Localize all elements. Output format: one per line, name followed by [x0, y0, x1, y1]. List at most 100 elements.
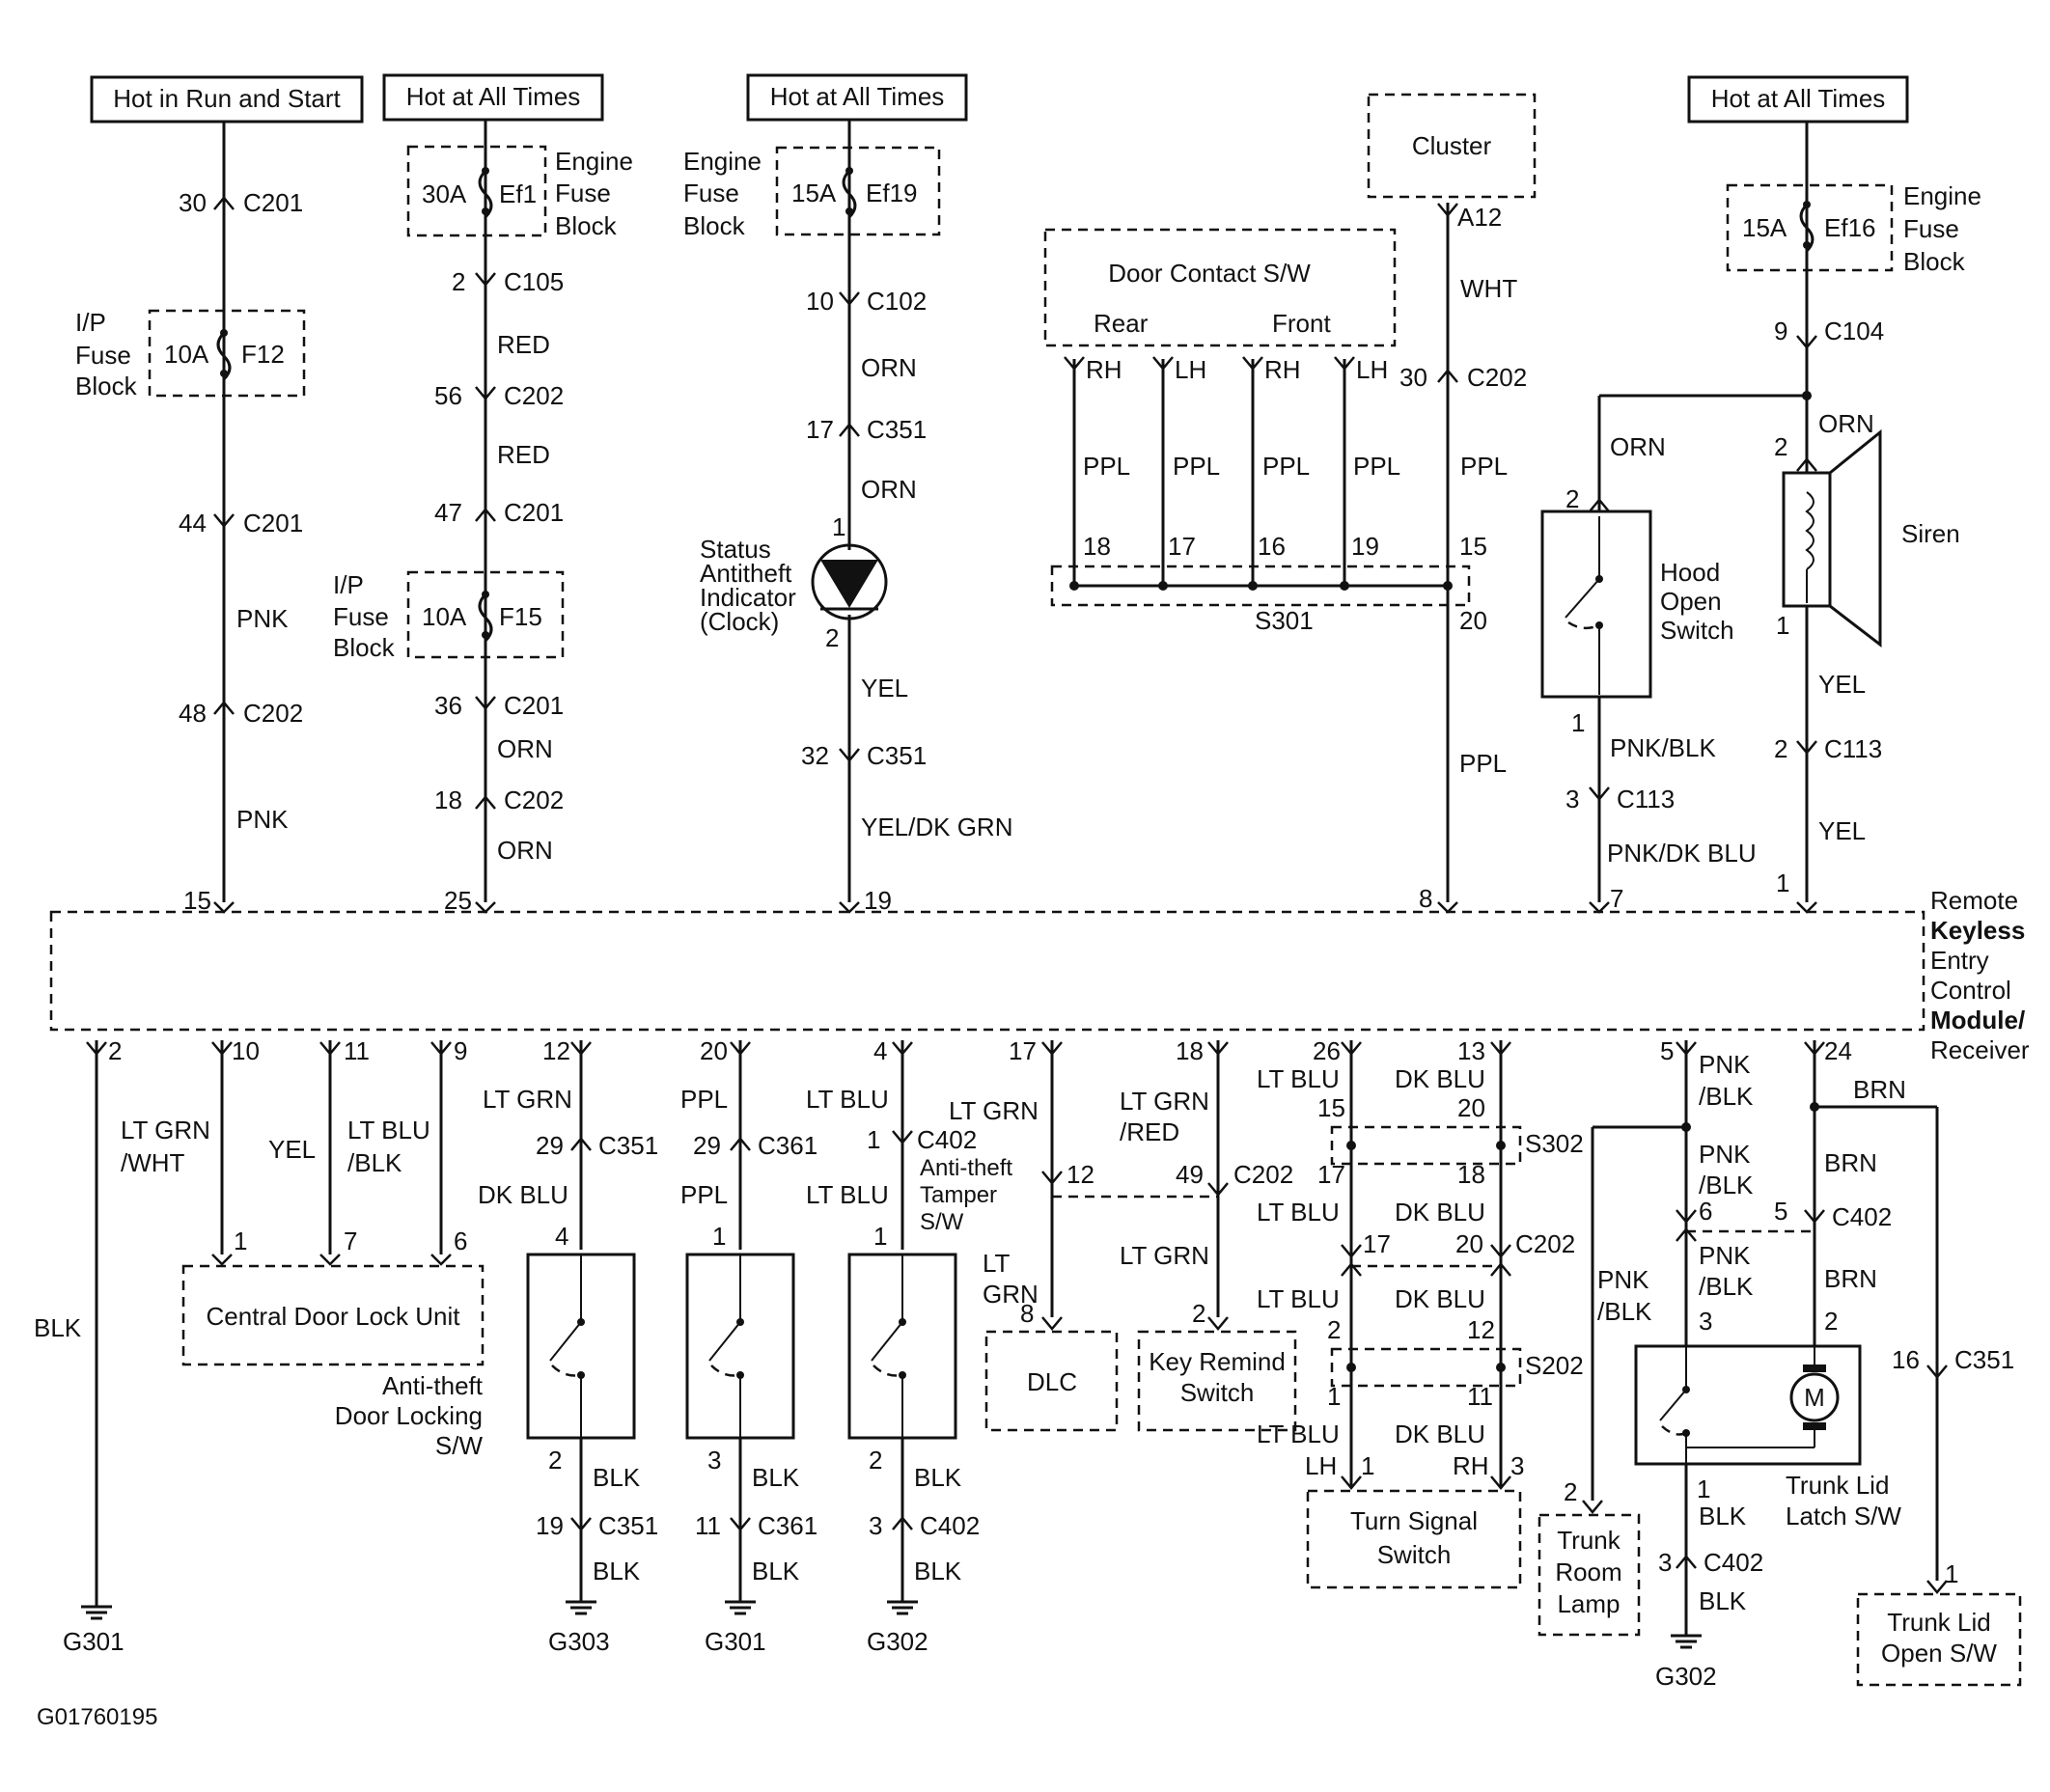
trunk-room-lamp: Trunk Room Lamp — [1538, 1513, 1641, 1637]
svg-text:17: 17 — [1363, 1229, 1391, 1258]
svg-text:BLK: BLK — [752, 1557, 800, 1585]
svg-text:Ef1: Ef1 — [499, 179, 537, 208]
svg-text:11: 11 — [1467, 1382, 1493, 1411]
svg-text:Switch: Switch — [1180, 1378, 1255, 1407]
svg-text:PPL: PPL — [1173, 452, 1220, 481]
svg-text:Room: Room — [1555, 1558, 1621, 1586]
svg-text:C402: C402 — [1832, 1202, 1892, 1231]
ground-g301-a — [81, 1605, 112, 1620]
ground-g302-b — [1671, 1634, 1702, 1649]
rke-control-module — [49, 901, 1925, 1032]
svg-text:PNK: PNK — [1699, 1050, 1751, 1079]
svg-text:2: 2 — [452, 267, 465, 296]
svg-text:A12: A12 — [1457, 203, 1502, 232]
svg-text:Status: Status — [700, 535, 771, 564]
svg-text:10A: 10A — [422, 602, 467, 631]
svg-text:ORN: ORN — [861, 475, 917, 504]
svg-text:Lamp: Lamp — [1557, 1589, 1620, 1618]
splice-s202: S202 — [1330, 1347, 1584, 1388]
svg-text:C201: C201 — [243, 509, 303, 538]
svg-text:2: 2 — [1824, 1307, 1838, 1336]
svg-text:WHT: WHT — [1460, 274, 1517, 303]
svg-text:1: 1 — [1327, 1382, 1341, 1411]
figure-id: G01760195 — [37, 1704, 157, 1730]
svg-text:LH: LH — [1356, 355, 1388, 384]
svg-text:3: 3 — [1658, 1548, 1672, 1577]
svg-text:C105: C105 — [504, 267, 564, 296]
svg-text:C402: C402 — [917, 1125, 977, 1154]
svg-text:LT GRN: LT GRN — [121, 1116, 210, 1144]
svg-text:1: 1 — [1945, 1559, 1958, 1588]
svg-text:1: 1 — [1571, 708, 1585, 737]
svg-text:13: 13 — [1457, 1036, 1485, 1065]
svg-text:1: 1 — [1776, 611, 1789, 640]
svg-text:30A: 30A — [422, 179, 467, 208]
svg-text:LT GRN: LT GRN — [1120, 1241, 1209, 1270]
svg-text:20: 20 — [1457, 1093, 1485, 1122]
svg-text:Block: Block — [683, 211, 746, 240]
hood-open-switch — [1540, 510, 1652, 699]
svg-text:10A: 10A — [164, 340, 209, 369]
svg-text:C202: C202 — [504, 381, 564, 410]
svg-text:C351: C351 — [867, 415, 927, 444]
source-hot-all-times-3: Hot at All Times — [1687, 75, 1909, 124]
svg-text:Receiver: Receiver — [1930, 1035, 2030, 1064]
svg-text:Trunk Lid: Trunk Lid — [1887, 1608, 1990, 1637]
svg-text:17: 17 — [806, 415, 834, 444]
svg-text:1: 1 — [1697, 1475, 1710, 1503]
svg-text:Door Locking: Door Locking — [335, 1401, 483, 1430]
svg-text:G301: G301 — [705, 1627, 766, 1656]
svg-text:C202: C202 — [243, 699, 303, 728]
svg-text:Keyless: Keyless — [1930, 916, 2025, 945]
fuse-f12: 10A F12 — [148, 309, 306, 398]
svg-text:Block: Block — [75, 372, 138, 400]
svg-text:YEL: YEL — [1818, 670, 1866, 699]
svg-text:Hot at All Times: Hot at All Times — [1711, 84, 1886, 113]
svg-text:/BLK: /BLK — [1699, 1171, 1754, 1199]
svg-text:1: 1 — [873, 1222, 887, 1251]
svg-text:C201: C201 — [243, 188, 303, 217]
svg-text:2: 2 — [1774, 432, 1787, 461]
svg-text:44: 44 — [179, 509, 207, 538]
svg-text:G303: G303 — [548, 1627, 610, 1656]
svg-text:/BLK: /BLK — [1597, 1297, 1652, 1326]
svg-text:18: 18 — [434, 786, 462, 814]
svg-text:PNK: PNK — [236, 805, 289, 834]
svg-text:3: 3 — [1699, 1307, 1712, 1336]
splice-s301: S301 — [1050, 565, 1471, 635]
svg-text:Siren: Siren — [1901, 519, 1960, 548]
svg-text:2: 2 — [108, 1036, 122, 1065]
svg-text:5: 5 — [1774, 1197, 1787, 1226]
svg-text:30: 30 — [1399, 363, 1427, 392]
svg-text:PPL: PPL — [1353, 452, 1400, 481]
svg-text:PPL: PPL — [1460, 452, 1508, 481]
svg-text:Module/: Module/ — [1930, 1006, 2025, 1034]
svg-text:Trunk: Trunk — [1557, 1526, 1621, 1555]
svg-text:20: 20 — [1459, 606, 1487, 635]
svg-text:8: 8 — [1419, 884, 1432, 913]
status-antitheft-indicator: 1 2 — [811, 512, 888, 652]
svg-text:S302: S302 — [1525, 1129, 1584, 1158]
door-contact-switch: Door Contact S/W Rear Front — [1043, 228, 1397, 347]
svg-text:G302: G302 — [1655, 1662, 1717, 1691]
svg-text:LT: LT — [983, 1249, 1011, 1278]
svg-text:RED: RED — [497, 440, 550, 469]
svg-text:6: 6 — [454, 1227, 467, 1255]
svg-text:2: 2 — [1565, 484, 1579, 513]
fuse-ef19: 15A Ef19 — [775, 146, 941, 236]
svg-text:Indicator: Indicator — [700, 583, 796, 612]
svg-text:S202: S202 — [1525, 1351, 1584, 1380]
svg-text:BLK: BLK — [914, 1463, 962, 1492]
svg-text:YEL/DK GRN: YEL/DK GRN — [861, 813, 1013, 841]
svg-text:29: 29 — [693, 1131, 721, 1160]
svg-text:DK BLU: DK BLU — [1395, 1420, 1485, 1448]
svg-text:PPL: PPL — [680, 1180, 728, 1209]
svg-text:10: 10 — [232, 1036, 260, 1065]
svg-text:C361: C361 — [758, 1131, 817, 1160]
svg-text:Engine: Engine — [1903, 181, 1981, 210]
svg-text:Open S/W: Open S/W — [1881, 1639, 1997, 1668]
cluster: Cluster — [1367, 93, 1537, 199]
svg-text:GRN: GRN — [983, 1280, 1039, 1309]
second-antitheft-switch — [685, 1253, 795, 1440]
